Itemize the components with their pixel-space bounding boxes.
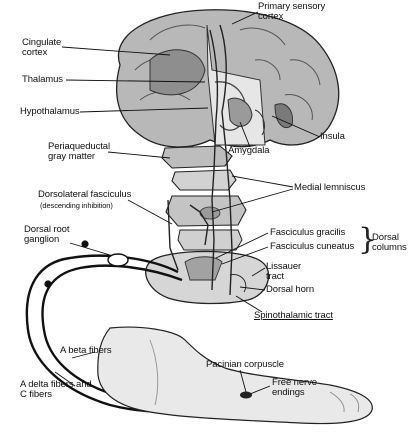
label-spinothalamic-tract: Spinothalamic tract [254, 311, 333, 321]
label-a-beta-fibers: A beta fibers [60, 346, 112, 356]
label-lissauer-tract: Lissauer tract [266, 262, 301, 282]
label-periaqueductal-gray: Periaqueductal gray matter [48, 142, 110, 162]
label-dorsolateral-fasciculus: Dorsolateral fasciculus [38, 190, 131, 200]
label-medial-lemniscus: Medial lemniscus [294, 183, 365, 193]
foot-drawing [98, 327, 372, 423]
brain-drawing [117, 10, 339, 147]
label-fasciculus-gracilis: Fasciculus gracilis [270, 228, 345, 238]
label-pacinian-corpuscle: Pacinian corpuscle [206, 360, 284, 370]
label-primary-sensory-cortex: Primary sensory cortex [258, 2, 325, 22]
label-hypothalamus: Hypothalamus [20, 107, 80, 117]
label-a-delta-c-fibers: A delta fibers and C fibers [20, 380, 92, 400]
label-thalamus: Thalamus [22, 75, 63, 85]
label-cingulate-cortex: Cingulate cortex [22, 38, 61, 58]
label-dorsal-horn: Dorsal horn [266, 285, 314, 295]
label-dorsal-root-ganglion: Dorsal root ganglion [24, 225, 69, 245]
label-descending-inhibition: (descending inhibition) [40, 201, 113, 211]
label-insula: Insula [320, 132, 345, 142]
label-dorsal-columns: Dorsal columns [372, 233, 407, 253]
label-fasciculus-cuneatus: Fasciculus cuneatus [270, 242, 354, 252]
label-free-nerve-endings: Free nerve endings [272, 378, 317, 398]
label-amygdala: Amygdala [228, 146, 269, 156]
